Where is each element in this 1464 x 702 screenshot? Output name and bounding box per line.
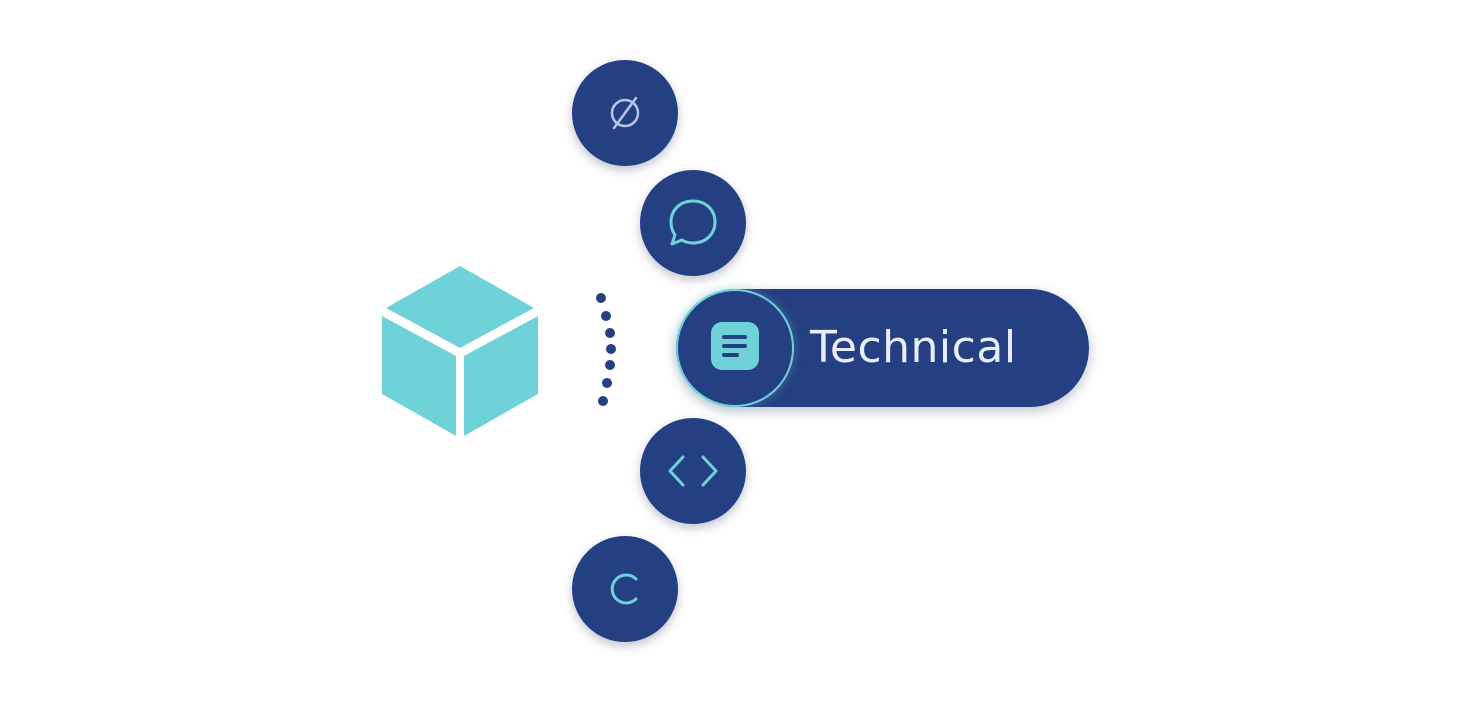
chat-bubble-icon xyxy=(663,193,723,253)
document-icon xyxy=(709,320,761,377)
option-empty-set-button[interactable] xyxy=(572,60,678,166)
option-technical-pill[interactable]: Technical xyxy=(676,289,1089,407)
cube-icon xyxy=(360,250,560,450)
code-brackets-icon xyxy=(663,451,723,491)
option-code-button[interactable] xyxy=(640,418,746,524)
dotted-connector xyxy=(590,290,620,410)
option-label: Technical xyxy=(810,322,1017,373)
empty-set-icon xyxy=(603,91,647,135)
option-c-button[interactable] xyxy=(572,536,678,642)
document-icon-circle xyxy=(676,289,794,407)
option-chat-button[interactable] xyxy=(640,170,746,276)
letter-c-icon xyxy=(603,567,647,611)
